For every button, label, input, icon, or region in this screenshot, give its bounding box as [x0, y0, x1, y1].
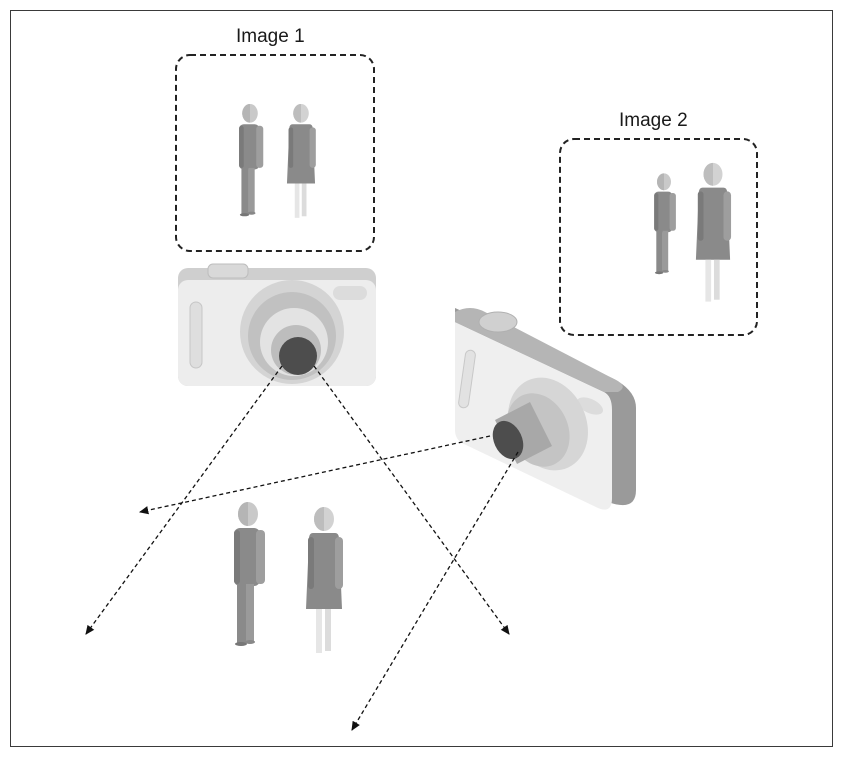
person-icon	[286, 103, 316, 218]
image-1-people	[239, 103, 316, 218]
image-2-label: Image 2	[619, 110, 688, 131]
diagram-frame	[10, 10, 833, 747]
arrow-icon	[313, 365, 510, 635]
person-icon	[234, 502, 265, 646]
image-1-frame	[175, 54, 375, 252]
person-icon	[654, 173, 676, 275]
projection-rays	[85, 365, 519, 731]
scene-people	[234, 502, 343, 653]
image-2-people	[654, 162, 732, 302]
camera-1-icon	[178, 263, 376, 386]
person-icon	[695, 162, 732, 302]
image-2-frame	[559, 138, 758, 336]
person-icon	[239, 103, 264, 217]
arrow-icon	[351, 451, 519, 731]
camera-2-icon	[455, 308, 636, 510]
arrow-icon	[138, 435, 491, 515]
arrow-icon	[85, 365, 283, 635]
person-icon	[306, 507, 343, 653]
image-1-label: Image 1	[236, 26, 305, 47]
